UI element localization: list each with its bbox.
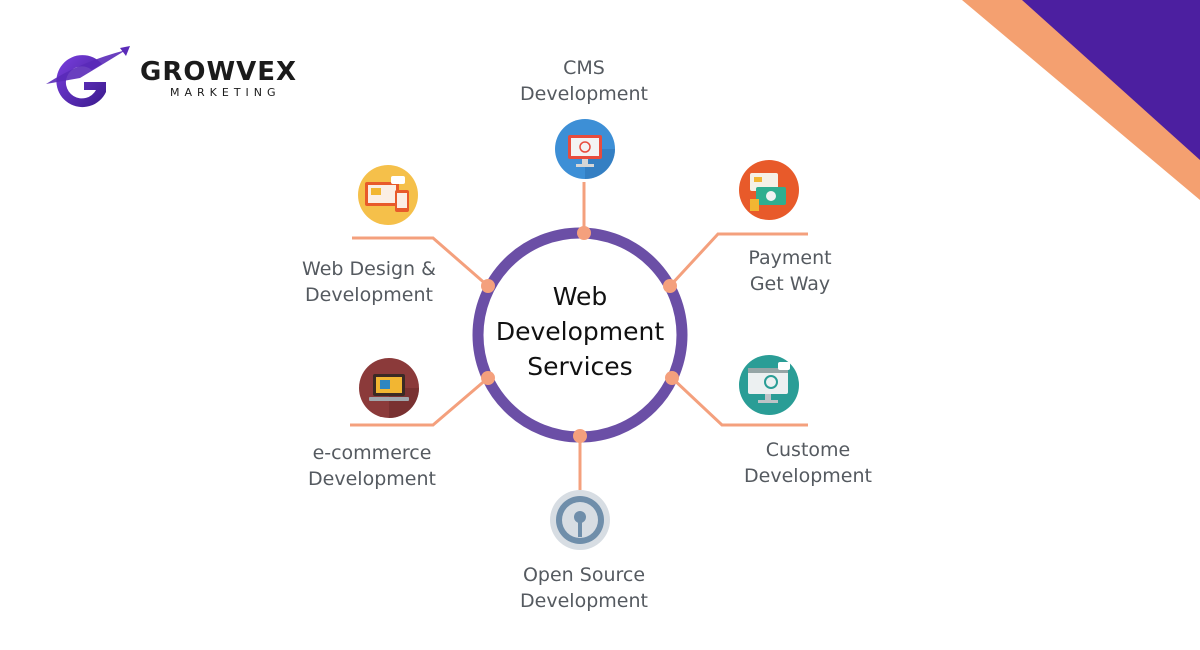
node-dot-payment — [663, 279, 677, 293]
node-dot-web-design — [481, 279, 495, 293]
label-cms-line-2: Development — [520, 83, 648, 105]
label-ecommerce-line-2: Development — [308, 468, 436, 490]
payment-cards-icon — [739, 160, 799, 220]
center-title-line-1: Web — [552, 282, 608, 311]
label-ecommerce-line-1: e-commerce — [312, 442, 432, 464]
connector-ecommerce — [350, 376, 489, 427]
center-title: Web Development Services — [470, 279, 690, 384]
g-rocket-logo-icon — [46, 46, 130, 108]
label-open-source-line-1: Open Source — [522, 564, 646, 586]
label-open-source: Open Source Development — [494, 562, 674, 614]
label-web-design-line-2: Development — [305, 284, 433, 306]
label-payment-line-1: Payment — [748, 247, 832, 269]
node-dot-ecommerce — [481, 371, 495, 385]
label-ecommerce: e-commerce Development — [282, 440, 462, 492]
custom-dev-monitor-icon — [739, 355, 799, 415]
label-cms: CMS Development — [494, 55, 674, 107]
label-custom: Custome Development — [718, 437, 898, 489]
label-open-source-line-2: Development — [520, 590, 648, 612]
label-custom-line-2: Development — [744, 465, 872, 487]
ecommerce-laptop-icon — [359, 358, 419, 418]
node-dot-open-source — [573, 429, 587, 443]
label-cms-line-1: CMS — [563, 57, 605, 79]
center-title-line-3: Services — [527, 352, 633, 381]
center-title-line-2: Development — [495, 317, 665, 346]
cms-monitor-icon — [555, 119, 615, 179]
node-dot-custom — [665, 371, 679, 385]
label-web-design-line-1: Web Design & — [302, 258, 436, 280]
label-payment-line-2: Get Way — [749, 273, 831, 295]
brand: GROWVEX MARKETING — [140, 57, 297, 99]
connector-payment — [668, 232, 808, 288]
brand-name: GROWVEX — [140, 57, 298, 87]
label-payment: Payment Get Way — [710, 245, 870, 297]
connector-custom — [670, 376, 808, 427]
connector-web-design — [352, 236, 489, 288]
label-web-design: Web Design & Development — [279, 256, 459, 308]
label-custom-line-1: Custome — [765, 439, 851, 461]
brand-tagline: MARKETING — [170, 86, 281, 99]
node-dot-cms — [577, 226, 591, 240]
web-design-devices-icon — [358, 165, 418, 225]
open-source-icon — [550, 490, 610, 550]
